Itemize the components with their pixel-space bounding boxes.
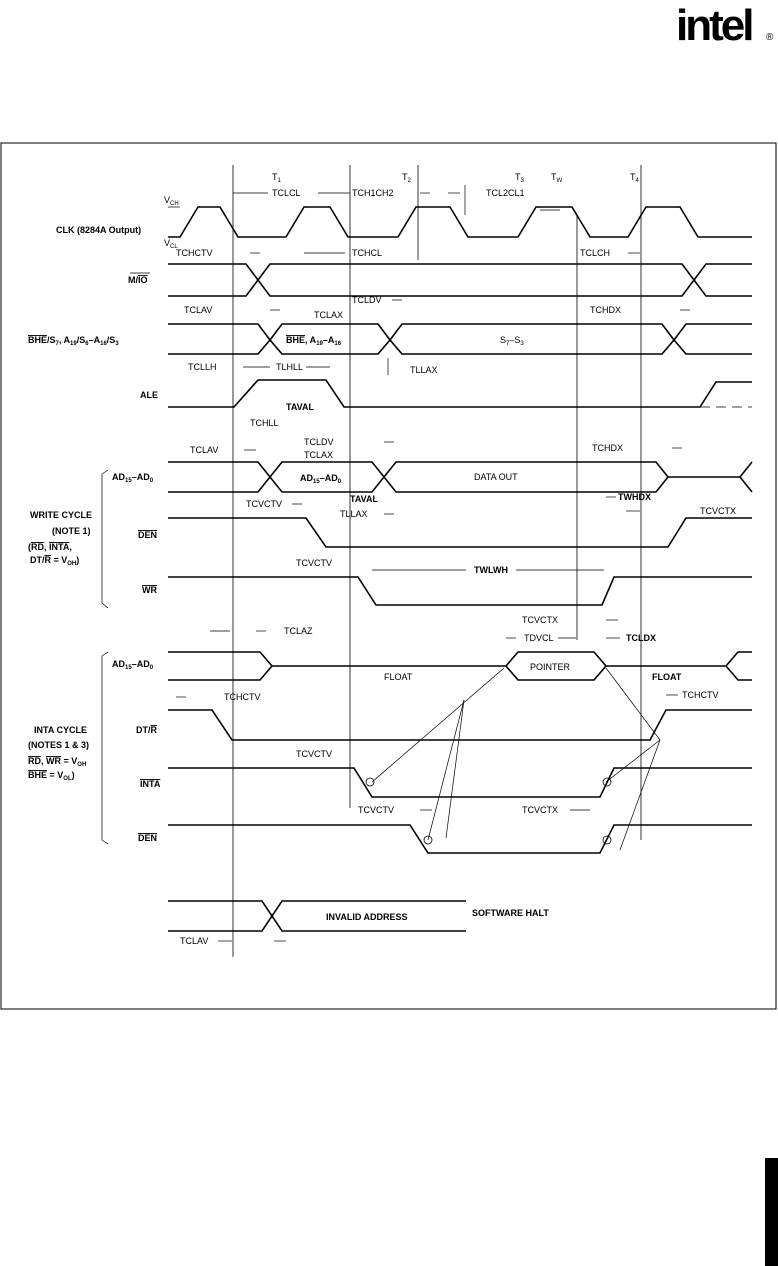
timing-tchctv-3: TCHCTV [682, 690, 719, 700]
timing-tclax-2: TCLAX [304, 450, 333, 460]
timing-twlwh: TWLWH [474, 565, 508, 575]
period-t2: T2 [402, 172, 412, 184]
timing-tchcl: TCHCL [352, 248, 382, 258]
write-cycle-note: (NOTE 1) [52, 526, 91, 536]
intel-logo-text: intel [676, 1, 752, 50]
vcl-label: VCL [164, 238, 178, 250]
timing-tcvctx-2: TCVCTX [522, 615, 558, 625]
reference-lines [232, 165, 642, 957]
timing-tcvctx-4: TCVCTX [522, 805, 558, 815]
period-t1: T1 [272, 172, 282, 184]
timing-tclav-3: TCLAV [180, 936, 208, 946]
timing-tcvctv-4: TCVCTV [358, 805, 394, 815]
signal-den-inta-label: DEN [138, 833, 157, 843]
signal-ad-inta-label: AD15–AD0 [112, 659, 154, 671]
timing-tcldv-2: TCLDV [304, 437, 334, 447]
period-t3: T3 [515, 172, 525, 184]
timing-tcvctx-1: TCVCTX [700, 506, 736, 516]
timing-tchdx-2: TCHDX [592, 443, 623, 453]
timing-tchll: TCHLL [250, 418, 279, 428]
timing-tclch: TCLCH [580, 248, 610, 258]
bus-invalid-address: INVALID ADDRESS [326, 912, 408, 922]
write-cycle-cond1: (RD, INTA, [28, 542, 72, 552]
signal-ad-write-label: AD15–AD0 [112, 472, 154, 484]
signal-den-write-label: DEN [138, 530, 157, 540]
clk-waveform [168, 206, 752, 238]
write-cycle-cond2: DT/R = VOH) [30, 555, 79, 567]
signal-bhe-label: BHE/S7, A19/S6–A16/S3 [28, 335, 119, 347]
bus-software-halt: SOFTWARE HALT [472, 908, 549, 918]
timing-tclav-2: TCLAV [190, 445, 218, 455]
inta-cycle-notes: (NOTES 1 & 3) [28, 740, 89, 750]
timing-tdvcl: TDVCL [524, 633, 554, 643]
bus-float-2: FLOAT [652, 672, 682, 682]
timing-tcldv-1: TCLDV [352, 295, 382, 305]
timing-tcvctv-1: TCVCTV [246, 499, 282, 509]
bus-ad-address: AD15–AD0 [300, 473, 342, 485]
halt-waveform [168, 900, 466, 932]
timing-tlhll: TLHLL [276, 362, 303, 372]
page-edge-tab [765, 1158, 778, 1266]
timing-tchctv-1: TCHCTV [176, 248, 213, 258]
signal-mio-label: M/IO [128, 275, 148, 285]
ad-write-waveform [168, 461, 753, 493]
timing-tclcl: TCLCL [272, 188, 301, 198]
timing-tcvctv-2: TCVCTV [296, 558, 332, 568]
timing-tclav-1: TCLAV [184, 305, 212, 315]
timing-tcl2cl1: TCL2CL1 [486, 188, 525, 198]
mio-waveform [168, 263, 752, 297]
timing-taval-1: TAVAL [286, 402, 314, 412]
timing-tllax-1: TLLAX [410, 365, 438, 375]
inta-waveform [168, 767, 752, 798]
inta-cycle-bracket [101, 651, 109, 845]
timing-taval-2: TAVAL [350, 494, 378, 504]
vch-label: VCH [164, 195, 179, 207]
signal-clk-label: CLK (8284A Output) [56, 225, 141, 235]
registered-mark: ® [766, 32, 774, 43]
inta-cycle-label: INTA CYCLE [34, 725, 87, 735]
timing-tllax-2: TLLAX [340, 509, 368, 519]
write-cycle-label: WRITE CYCLE [30, 510, 92, 520]
timing-tcllh: TCLLH [188, 362, 217, 372]
bus-status: S7–S3 [500, 335, 524, 347]
timing-tch1ch2: TCH1CH2 [352, 188, 394, 198]
ale-waveform [168, 379, 752, 408]
write-cycle-bracket [101, 469, 109, 609]
bus-pointer: POINTER [530, 662, 571, 672]
timing-twhdx: TWHDX [618, 492, 651, 502]
timing-tcvctv-3: TCVCTV [296, 749, 332, 759]
signal-wr-label: WR [142, 585, 157, 595]
inta-cycle-cond2: BHE = VOL) [28, 770, 75, 782]
period-t4: T4 [630, 172, 640, 184]
signal-inta-label: INTA [140, 779, 161, 789]
bus-float-1: FLOAT [384, 672, 413, 682]
period-tw: TW [551, 172, 563, 184]
dtr-waveform [168, 709, 752, 741]
bhe-waveform [168, 323, 752, 355]
timing-tclaz: TCLAZ [284, 626, 313, 636]
timing-tchctv-2: TCHCTV [224, 692, 261, 702]
wr-waveform [168, 576, 752, 606]
inta-cycle-cond1: RD, WR = VOH [28, 756, 86, 768]
bus-data-out: DATA OUT [474, 472, 518, 482]
diagram-frame [0, 142, 777, 1010]
signal-ale-label: ALE [140, 390, 158, 400]
timing-tchdx-1: TCHDX [590, 305, 621, 315]
timing-tclax-1: TCLAX [314, 310, 343, 320]
den-inta-waveform [168, 824, 752, 854]
causality-arrows [365, 667, 661, 851]
ad-inta-waveform [168, 651, 752, 681]
intel-logo: intel ® [676, 1, 774, 50]
den-write-waveform [168, 517, 752, 548]
timing-tcldx: TCLDX [626, 633, 656, 643]
signal-dtr-label: DT/R [136, 725, 158, 735]
bus-bhe-address: BHE, A19–A16 [286, 335, 342, 347]
